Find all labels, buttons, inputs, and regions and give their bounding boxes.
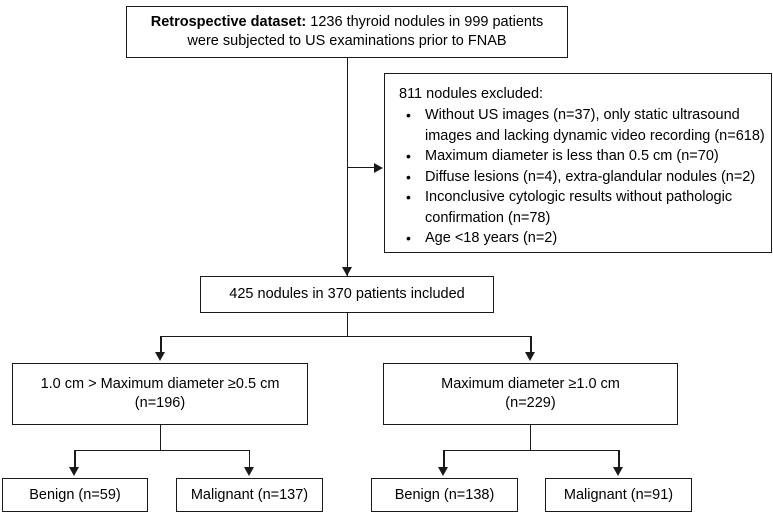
source-label-bold: Retrospective dataset: <box>150 14 307 30</box>
node-group-small-diameter: 1.0 cm > Maximum diameter ≥0.5 cm (n=196… <box>12 363 308 425</box>
excluded-item-line-1: Without US images (n=37), only static ul… <box>425 107 740 123</box>
bullet-icon: • <box>406 230 411 246</box>
group-large-line-2: (n=229) <box>505 395 556 411</box>
excluded-item-line-2: confirmation (n=78) <box>425 209 551 226</box>
source-line-2: were subjected to US examinations prior … <box>187 33 507 49</box>
excluded-item: • Age <18 years (n=2) <box>399 228 759 249</box>
connector-to-large-malignant <box>618 449 620 469</box>
excluded-item: • Maximum diameter is less than 0.5 cm (… <box>399 146 759 167</box>
excluded-item-line-1: Inconclusive cytologic results without p… <box>425 189 733 205</box>
small-malignant-label: Malignant (n=137) <box>190 486 309 503</box>
arrowhead-to-group-small <box>155 352 166 361</box>
node-small-malignant: Malignant (n=137) <box>176 478 323 512</box>
connector-group-small-stem <box>159 425 162 450</box>
connector-to-large-benign <box>443 449 445 469</box>
connector-to-excluded <box>347 166 375 169</box>
excluded-item: • Diffuse lesions (n=4), extra-glandular… <box>399 167 759 188</box>
bullet-icon: • <box>406 148 411 164</box>
bullet-icon: • <box>406 107 411 123</box>
excluded-headline: 811 nodules excluded: <box>399 86 544 102</box>
node-included: 425 nodules in 370 patients included <box>200 276 494 313</box>
connector-group-large-stem <box>529 425 532 450</box>
excluded-item-line-1: Age <18 years (n=2) <box>425 230 558 246</box>
connector-small-outcome-bus <box>74 449 249 452</box>
included-line-1: 425 nodules in 370 patients included <box>229 286 465 302</box>
connector-group-bus <box>160 335 531 338</box>
node-source-dataset: Retrospective dataset: 1236 thyroid nodu… <box>126 6 568 58</box>
connector-to-small-malignant <box>248 449 251 469</box>
source-line-1-rest: 1236 thyroid nodules in 999 patients <box>306 14 544 30</box>
connector-large-outcome-bus <box>443 449 619 452</box>
connector-to-group-small <box>160 335 162 354</box>
node-excluded: 811 nodules excluded: • Without US image… <box>384 73 772 253</box>
bullet-icon: • <box>406 189 411 205</box>
connector-to-group-large <box>530 335 532 354</box>
arrowhead-to-group-large <box>525 352 536 361</box>
excluded-list: • Without US images (n=37), only static … <box>399 105 765 249</box>
arrowhead-to-small-benign <box>69 467 80 476</box>
large-malignant-label: Malignant (n=91) <box>563 486 674 503</box>
excluded-item-line-2: images and lacking dynamic video recordi… <box>425 127 765 144</box>
large-benign-label: Benign (n=138) <box>394 486 495 503</box>
bullet-icon: • <box>406 168 411 185</box>
node-small-benign: Benign (n=59) <box>2 478 148 512</box>
source-line-1: Retrospective dataset: 1236 thyroid nodu… <box>151 13 544 32</box>
group-large-line-1: Maximum diameter ≥1.0 cm <box>441 376 620 392</box>
arrowhead-to-large-malignant <box>613 467 624 476</box>
arrowhead-to-included <box>341 267 352 276</box>
arrowhead-to-excluded <box>374 162 383 173</box>
excluded-item: • Inconclusive cytologic results without… <box>399 187 759 228</box>
group-small-line-1: 1.0 cm > Maximum diameter ≥0.5 cm <box>40 376 280 392</box>
excluded-item-line-1: Diffuse lesions (n=4), extra-glandular n… <box>425 168 756 185</box>
connector-included-stem <box>346 313 349 336</box>
node-group-large-diameter: Maximum diameter ≥1.0 cm (n=229) <box>383 363 678 425</box>
arrowhead-to-small-malignant <box>243 467 254 476</box>
node-large-malignant: Malignant (n=91) <box>545 478 692 512</box>
small-benign-label: Benign (n=59) <box>29 486 121 503</box>
connector-to-small-benign <box>74 449 76 469</box>
group-small-line-2: (n=196) <box>134 395 186 411</box>
arrowhead-to-large-benign <box>438 467 449 476</box>
excluded-item-line-1: Maximum diameter is less than 0.5 cm (n=… <box>425 148 719 164</box>
node-large-benign: Benign (n=138) <box>371 478 518 512</box>
excluded-item: • Without US images (n=37), only static … <box>399 105 765 146</box>
